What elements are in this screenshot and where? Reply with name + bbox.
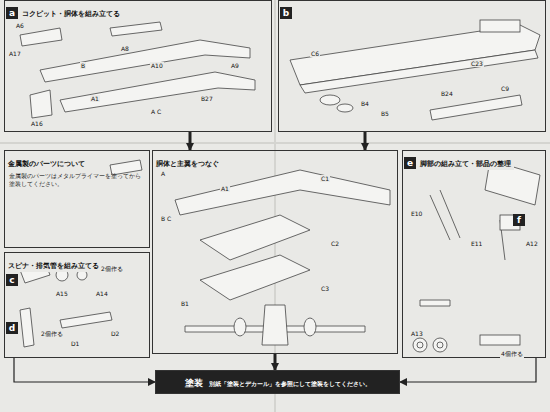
note-text: 金属製のパーツはメタルプライマーを塗ってから塗装してください。 [5,170,149,190]
part-number: A [160,170,166,177]
step-letter: d [6,322,18,334]
part-number: B [80,62,86,69]
step-letter: c [6,274,18,286]
part-number: A1 [90,95,100,102]
part-number: C2 [330,240,340,247]
flow-arrow [14,358,155,382]
part-number: B C [160,215,172,222]
part-number: B24 [440,90,454,97]
part-number: A C [150,108,162,115]
part-number: C3 [320,285,330,292]
note-text: コクピット・胴体を組み立てる [19,8,123,20]
step-panel: b [278,0,546,132]
flow-arrow [274,354,277,370]
flow-arrow [364,132,367,150]
part-number: 2個作る [100,265,124,274]
step-heading: 金属製のパーツについて [5,158,88,170]
part-number: A6 [15,22,25,29]
part-number: A15 [55,290,69,297]
part-number: C23 [470,60,484,67]
step-panel: 胴体と主翼をつなぐ [152,150,398,354]
part-number: C9 [500,85,510,92]
part-number: A1 [220,185,230,192]
part-number: B27 [200,95,214,102]
note-text: 別紙「塗装とデカール」を参照にして塗装をしてください。 [206,379,374,390]
part-number: A16 [30,120,44,127]
flow-arrow [189,132,192,150]
part-number: A8 [120,45,130,52]
step-panel: 金属製のパーツについて金属製のパーツはメタルプライマーを塗ってから塗装してくださ… [4,150,150,248]
part-number: A12 [525,240,539,247]
step-letter: a [6,7,18,19]
part-number: B5 [380,110,390,117]
part-number: 2個作る [40,330,64,339]
part-number: A17 [8,50,22,57]
part-number: E10 [410,210,423,217]
step-letter: e [404,157,416,169]
part-number: A9 [230,62,240,69]
part-number: D1 [70,340,80,347]
part-number: D2 [110,330,120,337]
part-number: C1 [320,175,330,182]
part-number: B1 [180,300,190,307]
step-letter: b [280,7,292,19]
step-heading: スピナ・排気管を組み立てる [5,260,102,272]
flow-arrow [400,358,536,382]
part-number: E11 [470,240,483,247]
step-panel: e脚部の組み立て・部品の整理 f [402,150,546,358]
painting-bar: 塗装別紙「塗装とデカール」を参照にして塗装をしてください。 [155,370,400,394]
part-number: 4個作る [500,350,524,359]
note-text: 脚部の組み立て・部品の整理 [417,158,514,170]
step-heading: 胴体と主翼をつなぐ [153,158,222,170]
part-number: A14 [95,290,109,297]
step-letter: f [513,214,525,226]
step-heading: 塗装 [182,376,206,391]
part-number: A13 [410,330,424,337]
part-number: A10 [150,62,164,69]
part-number: B4 [360,100,370,107]
part-number: C6 [310,50,320,57]
